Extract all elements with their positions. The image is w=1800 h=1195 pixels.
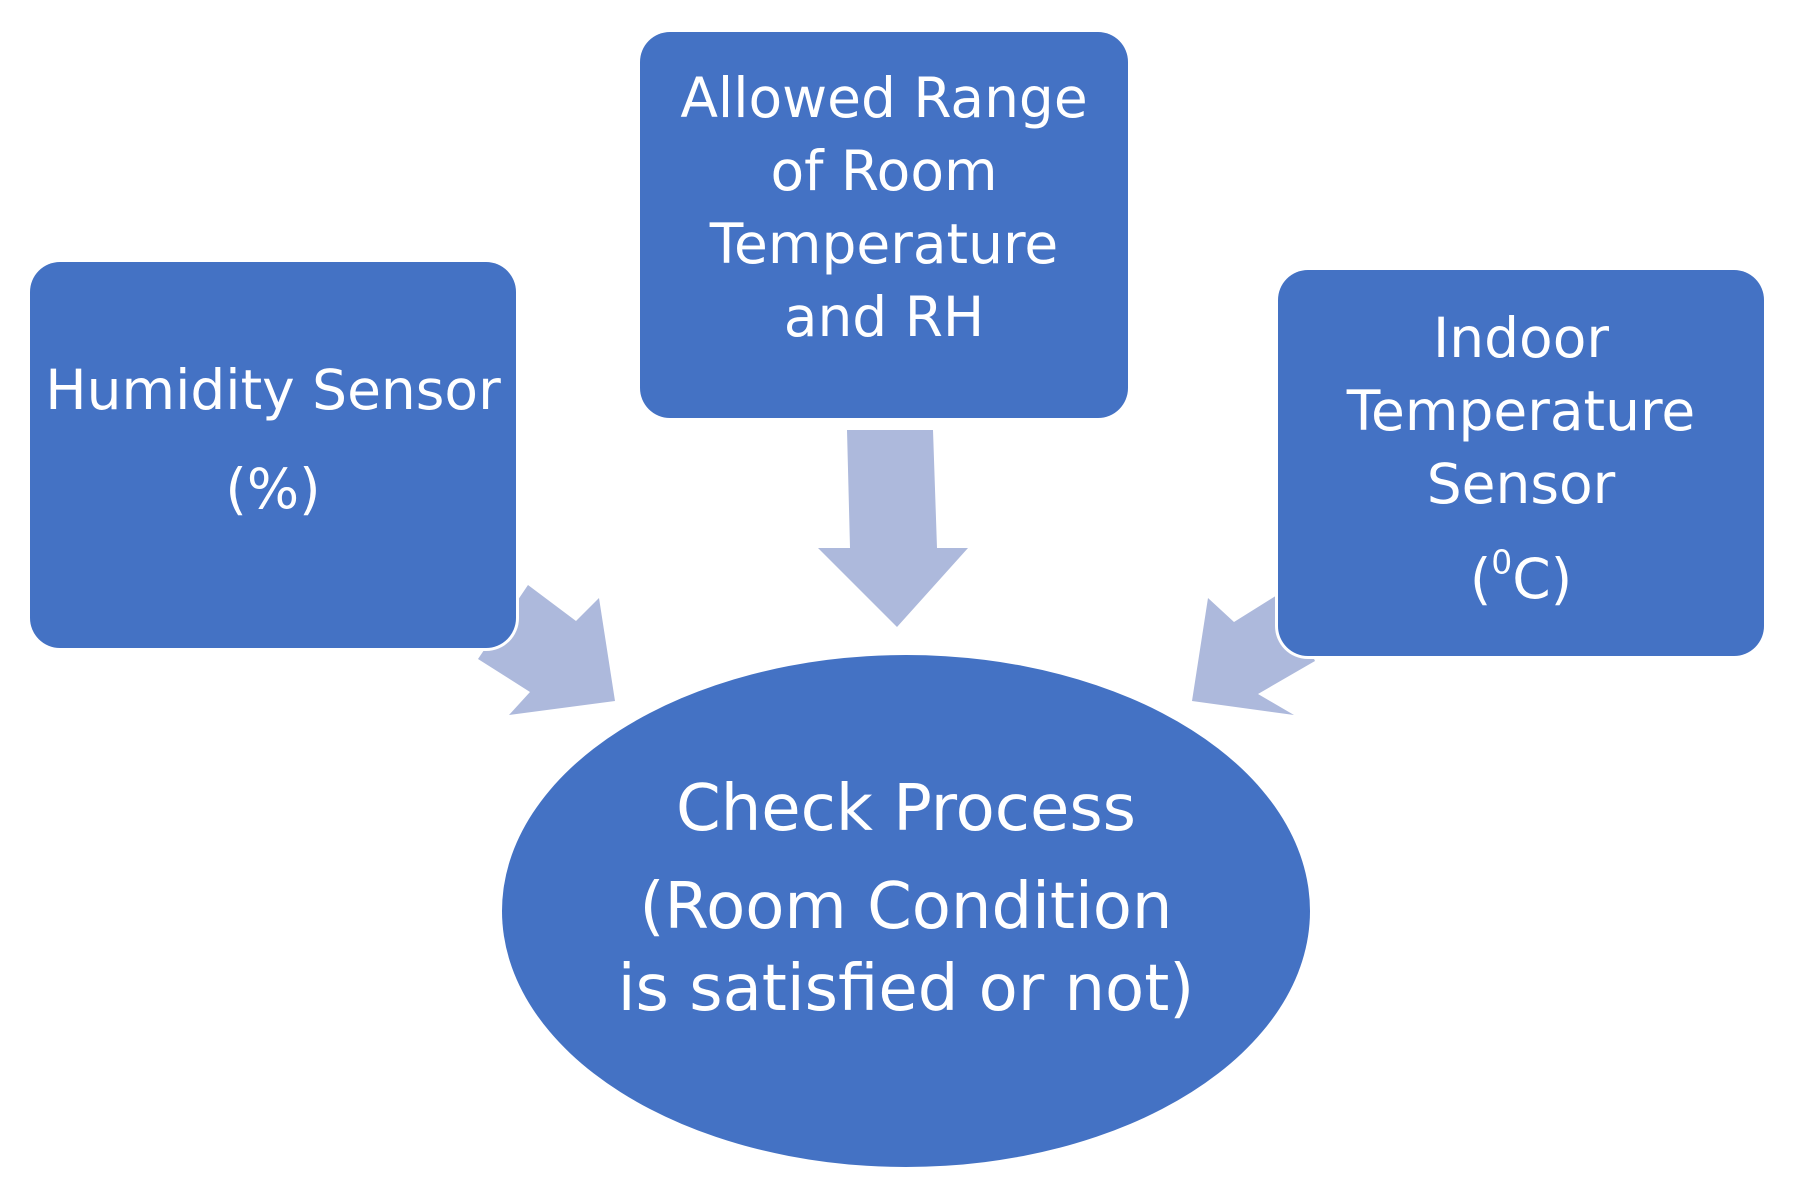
temperature-sensor-box: Indoor Temperature Sensor (0C) <box>1278 270 1764 656</box>
unit-open: ( <box>1469 547 1492 611</box>
unit-degree-superscript: 0 <box>1491 542 1513 582</box>
allowed-range-line-4: and RH <box>783 285 985 349</box>
check-process-detail-line-1: (Room Condition <box>639 870 1173 944</box>
temperature-sensor-line-1: Indoor <box>1433 306 1609 370</box>
check-process-title: Check Process <box>676 772 1136 846</box>
allowed-range-box: Allowed Range of Room Temperature and RH <box>640 32 1128 418</box>
check-process-ellipse: Check Process (Room Condition is satisfi… <box>502 655 1310 1167</box>
humidity-sensor-box: Humidity Sensor (%) <box>30 262 516 648</box>
arrow-down <box>818 430 968 627</box>
temperature-sensor-line-3: Sensor <box>1426 452 1616 516</box>
unit-rest: C) <box>1512 547 1573 611</box>
allowed-range-line-1: Allowed Range <box>680 66 1088 130</box>
humidity-sensor-unit: (%) <box>225 457 321 521</box>
temperature-sensor-unit: (0C) <box>1470 543 1572 616</box>
humidity-sensor-title: Humidity Sensor <box>45 358 501 422</box>
allowed-range-line-2: of Room <box>770 139 998 203</box>
temperature-sensor-line-2: Temperature <box>1346 379 1696 443</box>
check-process-detail-line-2: is satisfied or not) <box>617 952 1195 1026</box>
allowed-range-line-3: Temperature <box>709 212 1059 276</box>
